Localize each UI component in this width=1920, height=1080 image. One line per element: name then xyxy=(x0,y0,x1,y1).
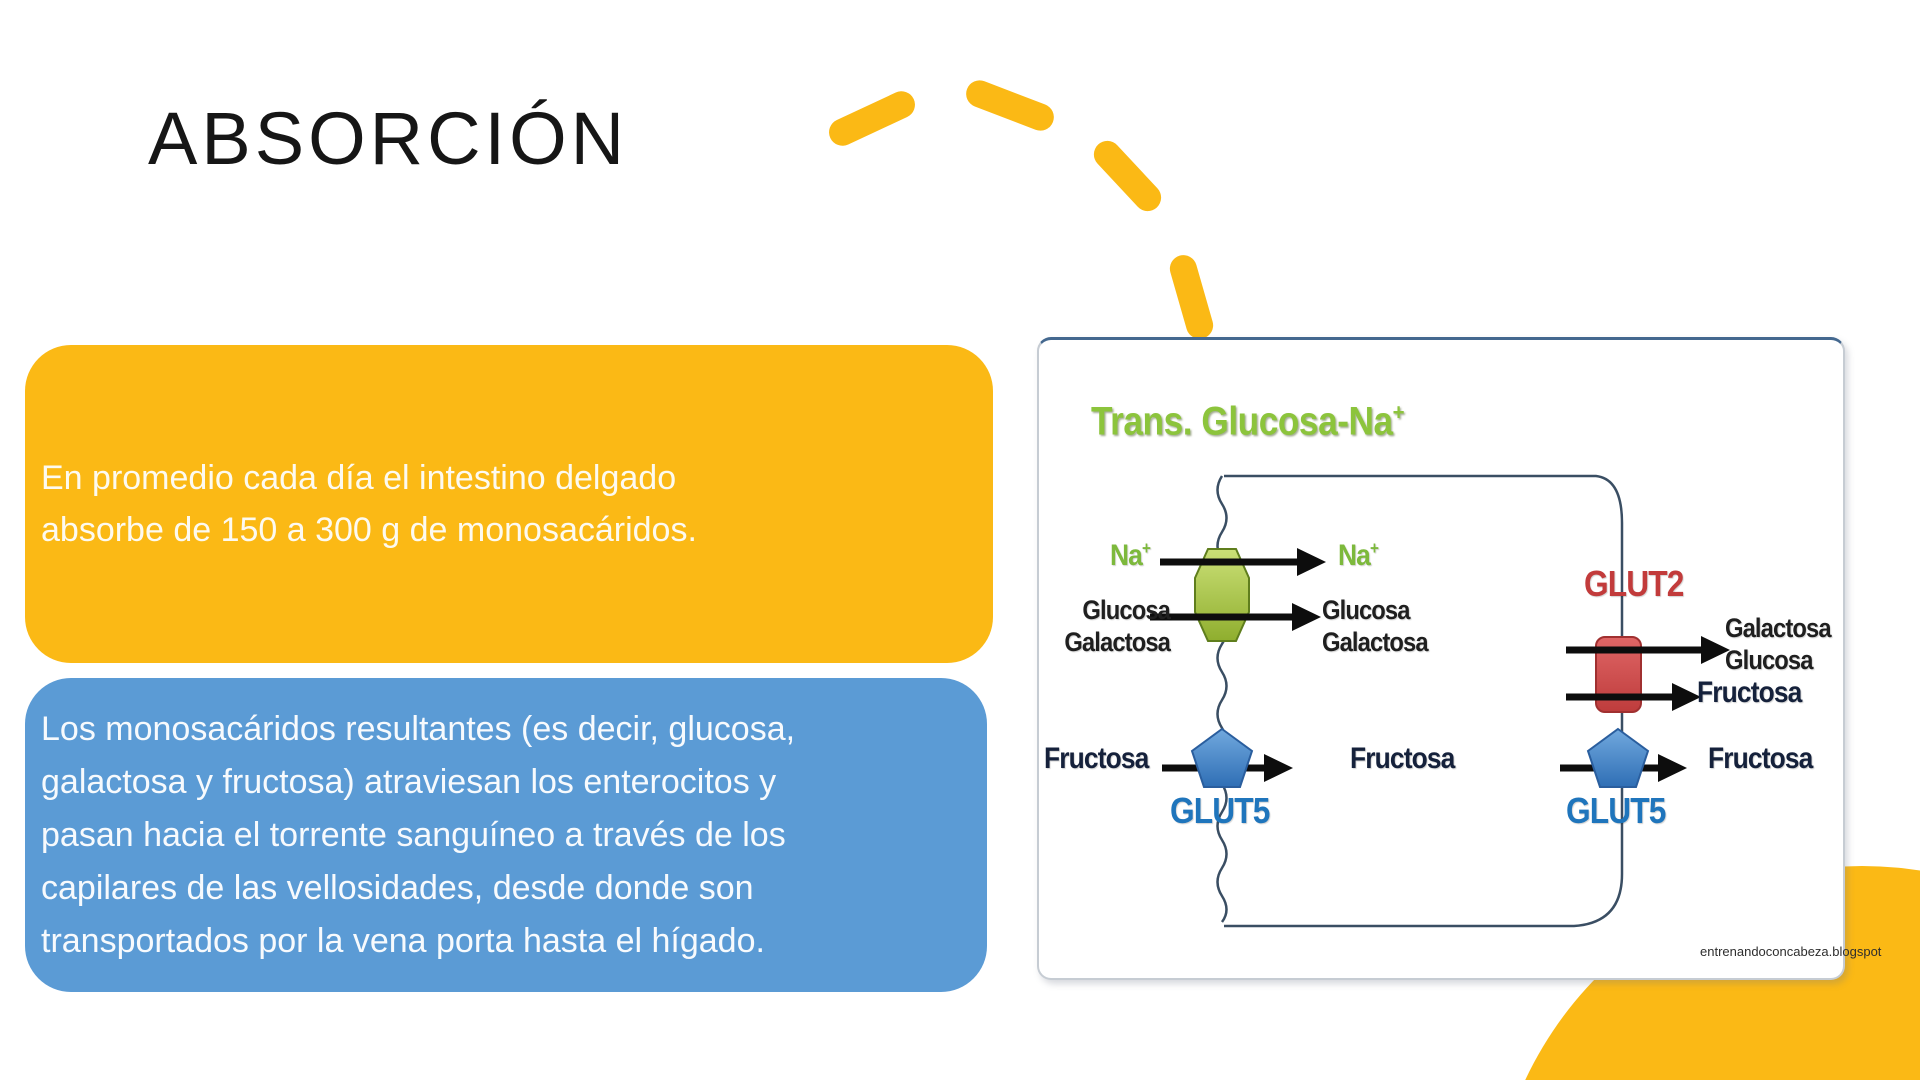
label-fructosa-left: Fructosa xyxy=(1044,742,1149,775)
label-fructosa-right: Fructosa xyxy=(1708,742,1813,775)
label-fructosa-glut2: Fructosa xyxy=(1697,676,1802,709)
label-na-right: Na+ xyxy=(1338,538,1379,572)
label-glut2: GLUT2 xyxy=(1584,563,1684,604)
label-fructosa-middle: Fructosa xyxy=(1350,742,1455,775)
label-galactosa-glucosa-glut2: Galactosa Glucosa xyxy=(1725,613,1832,675)
decorative-dash-icon xyxy=(1088,135,1167,217)
callout-line: En promedio cada día el intestino delgad… xyxy=(41,459,677,497)
label-glucosa-galactosa-right: Glucosa Galactosa xyxy=(1322,595,1429,657)
decorative-dash-icon xyxy=(1166,251,1217,343)
callout-line: pasan hacia el torrente sanguíneo a trav… xyxy=(41,815,786,854)
callout-line: Los monosacáridos resultantes (es decir,… xyxy=(41,709,796,748)
callout-line: absorbe de 150 a 300 g de monosacáridos. xyxy=(41,511,697,549)
callout-line: capilares de las vellosidades, desde don… xyxy=(41,868,754,907)
decorative-dash-icon xyxy=(824,86,920,151)
blue-callout: Los monosacáridos resultantes (es decir,… xyxy=(25,678,987,992)
decorative-dash-icon xyxy=(962,76,1058,135)
callout-line: transportados por la vena porta hasta el… xyxy=(41,921,765,960)
callout-line: galactosa y fructosa) atraviesan los ent… xyxy=(41,762,777,801)
label-glut5-right: GLUT5 xyxy=(1566,790,1666,831)
label-na-left: Na+ xyxy=(1110,538,1151,572)
label-glut5-left: GLUT5 xyxy=(1170,790,1270,831)
superscript-plus: + xyxy=(1392,399,1405,425)
orange-callout: En promedio cada día el intestino delgad… xyxy=(25,345,993,663)
watermark-credit: entrenandoconcabeza.blogspot xyxy=(1700,944,1882,959)
page-title: ABSORCIÓN xyxy=(148,97,629,180)
label-glucosa-galactosa-left: Glucosa Galactosa xyxy=(1064,595,1171,657)
diagram-title: Trans. Glucosa-Na+ xyxy=(1091,399,1405,444)
